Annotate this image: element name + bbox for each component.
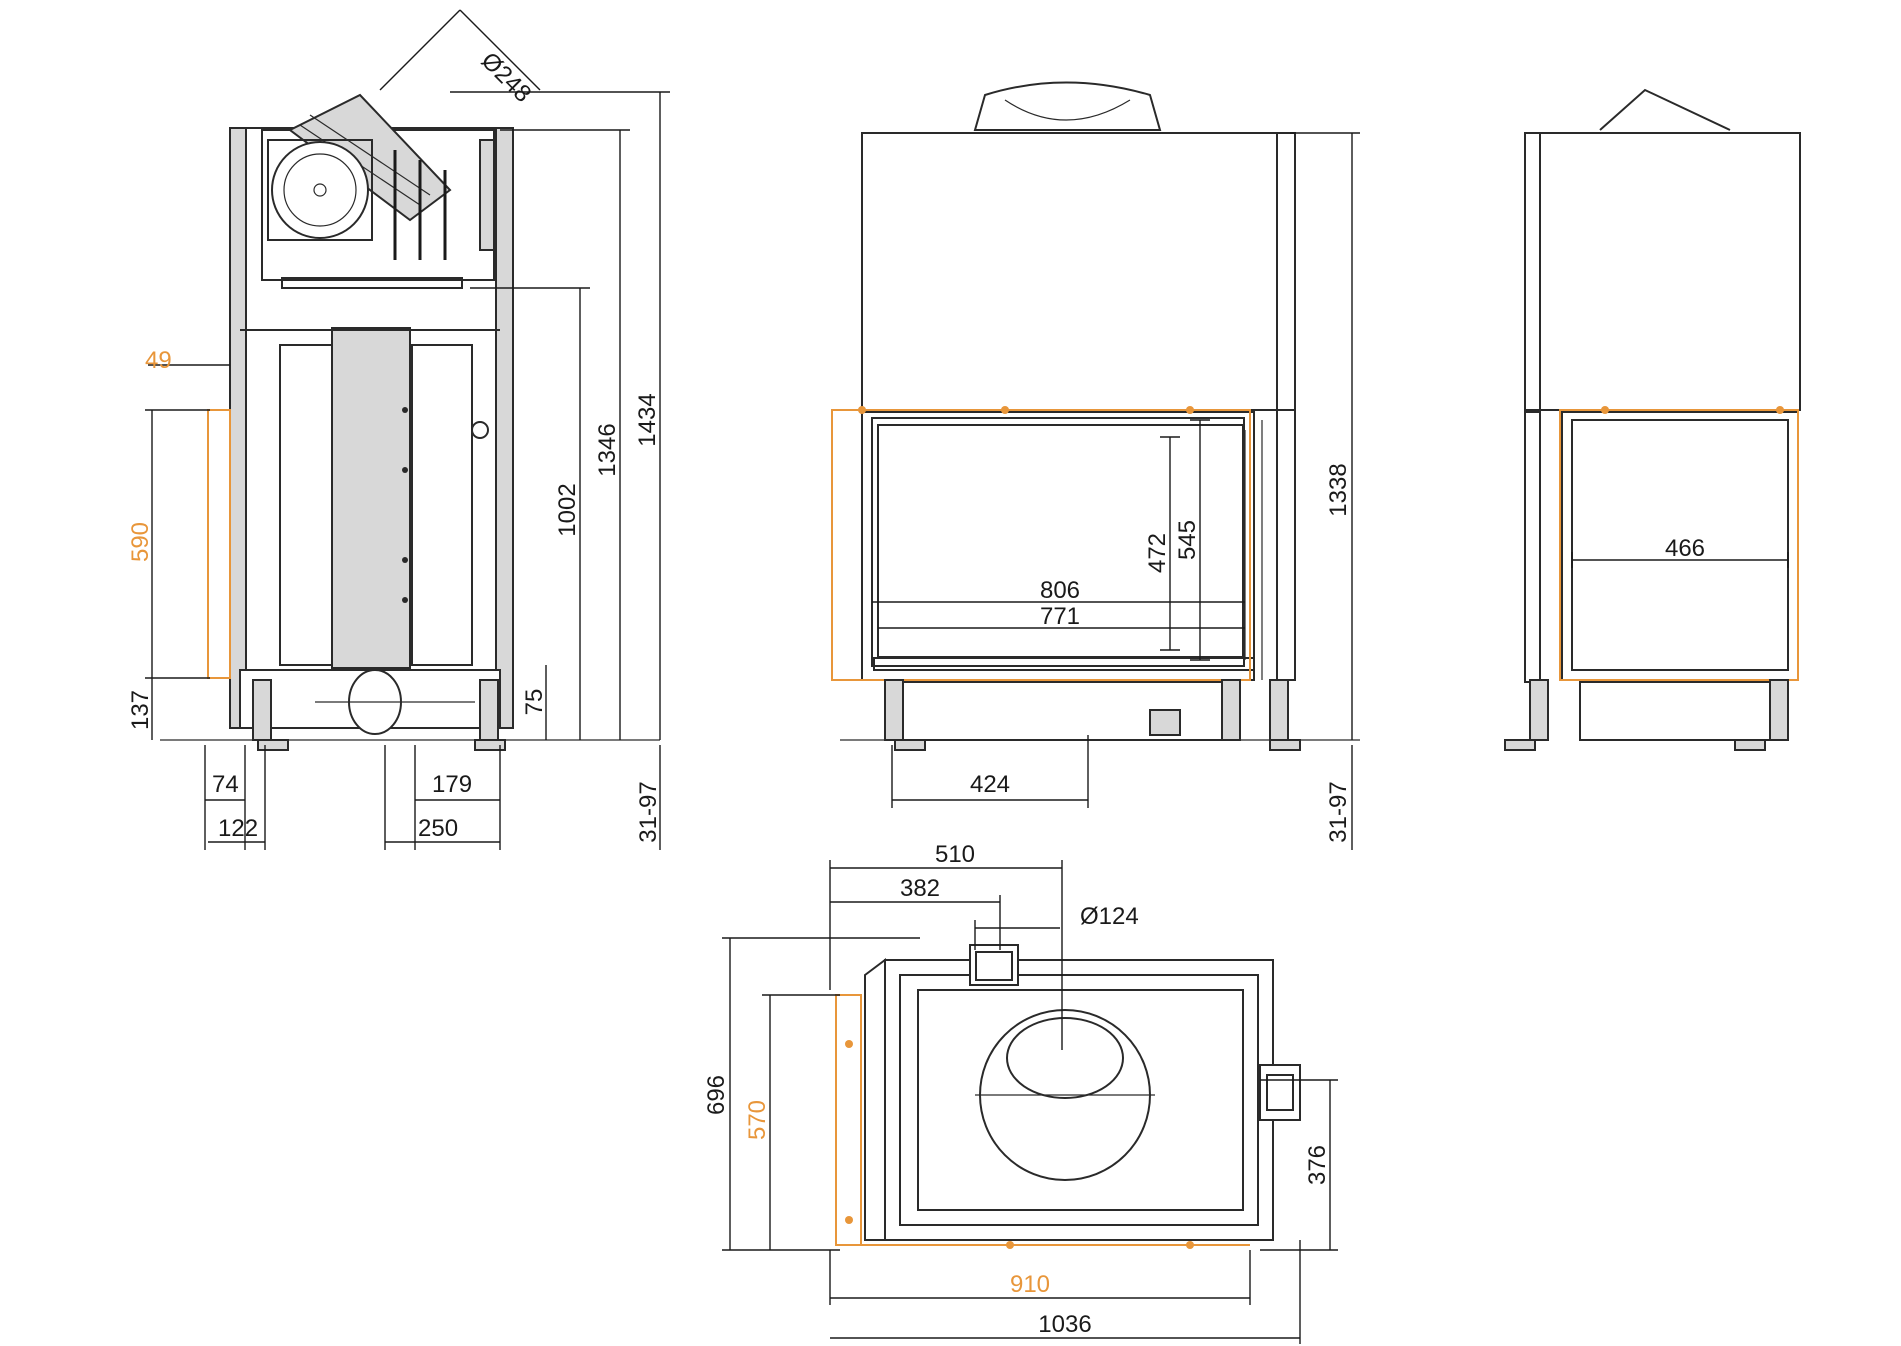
dim-front-glass-width-outer: 806 — [1040, 577, 1080, 604]
dim-bottom-offset: 75 — [521, 689, 548, 716]
dim-foot-a: 74 — [212, 771, 239, 798]
dim-top-air-diameter: Ø124 — [1080, 903, 1139, 930]
right-glass-outline — [1559, 409, 1799, 681]
side-damper-wheel — [271, 141, 369, 239]
dim-top-flue-y: 376 — [1304, 1145, 1331, 1185]
front-view: 472 545 806 771 1338 424 31-97 — [831, 81, 1360, 850]
front-glass-outline — [831, 409, 1251, 681]
dim-height-to-top: 1346 — [594, 423, 621, 476]
top-view: 510 382 Ø124 696 570 376 910 1036 — [703, 841, 1338, 1344]
dim-top-flue-x-b: 382 — [900, 875, 940, 902]
dim-glass-height: 590 — [127, 522, 154, 562]
dim-front-legs: 31-97 — [1325, 781, 1352, 842]
right-view: 466 — [1504, 88, 1801, 751]
side-flue-collar — [288, 93, 452, 222]
dim-front-body-height: 1338 — [1325, 463, 1352, 516]
dim-front-flue-offset: 424 — [970, 771, 1010, 798]
dim-flue-d: 250 — [418, 815, 458, 842]
dim-flue-c: 179 — [432, 771, 472, 798]
dim-top-glass-depth: 570 — [744, 1100, 771, 1140]
dim-foot-b: 122 — [218, 815, 258, 842]
dim-side-legs: 31-97 — [635, 781, 662, 842]
dim-top-total-width: 1036 — [1038, 1311, 1091, 1338]
dim-glass-offset: 49 — [145, 347, 172, 374]
side-view: Ø248 1434 1346 1002 49 590 137 75 74 122… — [127, 9, 670, 850]
side-glass-outline — [207, 409, 231, 679]
dim-base-height: 137 — [127, 690, 154, 730]
dim-height-to-flue: 1002 — [554, 483, 581, 536]
dim-total-height: 1434 — [634, 393, 661, 446]
dim-front-firebox-height: 545 — [1174, 520, 1201, 560]
dim-top-depth: 696 — [703, 1075, 730, 1115]
dim-front-glass-width-inner: 771 — [1040, 603, 1080, 630]
dim-top-flue-x-a: 510 — [935, 841, 975, 868]
dim-top-glass-width: 910 — [1010, 1271, 1050, 1298]
front-upper-body — [861, 132, 1278, 411]
right-upper-body — [1539, 132, 1801, 411]
dim-front-glass-height: 472 — [1144, 533, 1171, 573]
right-glass — [1571, 419, 1789, 671]
front-top-flue — [973, 81, 1162, 131]
right-top-flue — [1599, 88, 1731, 131]
dim-right-glass-width: 466 — [1665, 535, 1705, 562]
side-door-panel — [331, 327, 411, 669]
